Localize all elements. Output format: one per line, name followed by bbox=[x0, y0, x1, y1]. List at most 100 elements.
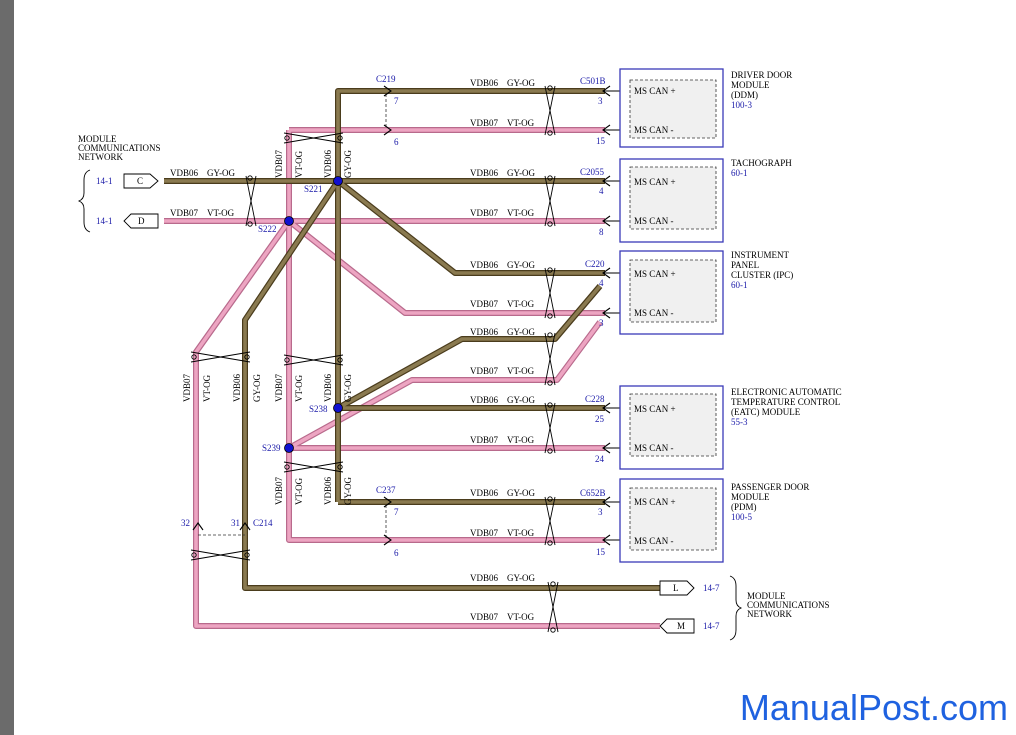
vl-low-vdb06: VDB06 bbox=[323, 476, 333, 505]
ddm-pin-minus: 15 bbox=[596, 136, 606, 146]
connector-dash-links bbox=[198, 94, 387, 538]
ddm-connector: C501B bbox=[580, 76, 606, 86]
bottom-conn-m: M bbox=[677, 621, 685, 631]
wl-ipc-minus-code: VDB07 bbox=[470, 299, 499, 309]
splice-s238: S238 bbox=[309, 404, 328, 414]
ipc-connector: C220 bbox=[585, 259, 605, 269]
c237-pin-b: 6 bbox=[394, 548, 399, 558]
left-conn-c: C bbox=[137, 176, 143, 186]
eatc-connector: C228 bbox=[585, 394, 605, 404]
c214-pin-b: 32 bbox=[181, 518, 190, 528]
bottom-network-title-3: NETWORK bbox=[747, 609, 792, 619]
vl-low-vdb07: VDB07 bbox=[274, 476, 284, 505]
splice-dots bbox=[284, 176, 343, 453]
wl-eatc-minus-color: VT-OG bbox=[507, 435, 535, 445]
bottom-conn-l: L bbox=[673, 583, 679, 593]
wl-tacho-plus-code: VDB06 bbox=[470, 168, 499, 178]
wl-eatc-branch-plus-code: VDB06 bbox=[470, 327, 499, 337]
ddm-name-1: DRIVER DOOR bbox=[731, 70, 792, 80]
left-ref-d: 14-1 bbox=[96, 216, 113, 226]
ipc-can-minus-label: MS CAN - bbox=[634, 308, 674, 318]
tacho-ref: 60-1 bbox=[731, 168, 748, 178]
ddm-ref: 100-3 bbox=[731, 100, 752, 110]
module-eatc: MS CAN + MS CAN - ELECTRONIC AUTOMATIC T… bbox=[585, 385, 842, 470]
bottom-ref-m: 14-7 bbox=[703, 621, 720, 631]
watermark: ManualPost.com bbox=[739, 687, 1008, 728]
module-ddm: MS CAN + MS CAN - DRIVER DOOR MODULE (DD… bbox=[580, 68, 792, 148]
inline-connector-labels: C219 7 6 C237 7 6 C214 31 32 bbox=[181, 74, 399, 558]
tacho-can-minus-label: MS CAN - bbox=[634, 216, 674, 226]
ddm-can-minus-label: MS CAN - bbox=[634, 125, 674, 135]
wl-eatc-minus-code: VDB07 bbox=[470, 435, 499, 445]
wl-ddm-minus-code: VDB07 bbox=[470, 118, 499, 128]
bottom-network-title-2: COMMUNICATIONS bbox=[747, 600, 830, 610]
vl-mid-vdb07: VDB07 bbox=[274, 373, 284, 402]
c219-pin-a: 7 bbox=[394, 96, 399, 106]
c237-label: C237 bbox=[376, 485, 396, 495]
sidebar-strip bbox=[0, 0, 14, 735]
bottom-ref-l: 14-7 bbox=[703, 583, 720, 593]
pdm-can-minus-label: MS CAN - bbox=[634, 536, 674, 546]
pdm-pin-plus: 3 bbox=[598, 507, 603, 517]
wl-eatc-branch-minus-color: VT-OG bbox=[507, 366, 535, 376]
vl-mid-vdb06: VDB06 bbox=[323, 373, 333, 402]
wl-eatc-plus-color: GY-OG bbox=[507, 395, 535, 405]
ipc-ref: 60-1 bbox=[731, 280, 748, 290]
ddm-can-plus-label: MS CAN + bbox=[634, 86, 676, 96]
module-ipc: MS CAN + MS CAN - INSTRUMENT PANEL CLUST… bbox=[585, 250, 793, 335]
vl-top-gyog: GY-OG bbox=[343, 150, 353, 178]
wl-left-c-code: VDB06 bbox=[170, 168, 199, 178]
ddm-name-2: MODULE bbox=[731, 80, 770, 90]
splice-s222: S222 bbox=[258, 224, 277, 234]
wl-eatc-branch-plus-color: GY-OG bbox=[507, 327, 535, 337]
pdm-connector: C652B bbox=[580, 488, 606, 498]
wl-tacho-plus-color: GY-OG bbox=[507, 168, 535, 178]
c219-pin-b: 6 bbox=[394, 137, 399, 147]
eatc-can-plus-label: MS CAN + bbox=[634, 404, 676, 414]
wl-pdm-minus-code: VDB07 bbox=[470, 528, 499, 538]
wl-ipc-plus-color: GY-OG bbox=[507, 260, 535, 270]
vl-left-gyog: GY-OG bbox=[252, 374, 262, 402]
pdm-pin-minus: 15 bbox=[596, 547, 606, 557]
ipc-can-plus-label: MS CAN + bbox=[634, 269, 676, 279]
c214-label: C214 bbox=[253, 518, 273, 528]
pdm-can-plus-label: MS CAN + bbox=[634, 497, 676, 507]
eatc-name-2: TEMPERATURE CONTROL bbox=[731, 397, 840, 407]
wl-pdm-plus-code: VDB06 bbox=[470, 488, 499, 498]
vl-top-vdb07: VDB07 bbox=[274, 149, 284, 178]
left-network-title-3: NETWORK bbox=[78, 152, 123, 162]
tacho-can-plus-label: MS CAN + bbox=[634, 177, 676, 187]
eatc-name-1: ELECTRONIC AUTOMATIC bbox=[731, 387, 842, 397]
wl-bottom-m-code: VDB07 bbox=[470, 612, 499, 622]
left-ref-c: 14-1 bbox=[96, 176, 113, 186]
pdm-ref: 100-5 bbox=[731, 512, 752, 522]
wl-left-d-code: VDB07 bbox=[170, 208, 199, 218]
ipc-name-1: INSTRUMENT bbox=[731, 250, 790, 260]
vl-low-gyog: GY-OG bbox=[343, 477, 353, 505]
vt-og-wires-inner bbox=[164, 128, 660, 628]
tacho-pin-minus: 8 bbox=[599, 227, 604, 237]
vl-left-vdb06: VDB06 bbox=[232, 373, 242, 402]
eatc-pin-minus: 24 bbox=[595, 454, 605, 464]
splice-s239: S239 bbox=[262, 443, 281, 453]
c214-pin-a: 31 bbox=[231, 518, 240, 528]
module-tachograph: MS CAN + MS CAN - TACHOGRAPH 60-1 C2055 … bbox=[580, 158, 792, 243]
wl-left-d-color: VT-OG bbox=[207, 208, 235, 218]
left-conn-d: D bbox=[138, 216, 145, 226]
eatc-pin-plus: 25 bbox=[595, 414, 605, 424]
wl-eatc-branch-minus-code: VDB07 bbox=[470, 366, 499, 376]
wl-bottom-l-code: VDB06 bbox=[470, 573, 499, 583]
wl-bottom-l-color: GY-OG bbox=[507, 573, 535, 583]
wl-ipc-minus-color: VT-OG bbox=[507, 299, 535, 309]
eatc-can-minus-label: MS CAN - bbox=[634, 443, 674, 453]
horizontal-wire-labels: VDB06 GY-OG VDB07 VT-OG VDB06 GY-OG VDB0… bbox=[170, 78, 535, 622]
left-network-title-1: MODULE bbox=[78, 134, 117, 144]
ipc-pin-minus: 3 bbox=[599, 318, 604, 328]
wl-left-c-color: GY-OG bbox=[207, 168, 235, 178]
pdm-name-1: PASSENGER DOOR bbox=[731, 482, 809, 492]
pdm-name-3: (PDM) bbox=[731, 502, 757, 512]
wl-tacho-minus-code: VDB07 bbox=[470, 208, 499, 218]
wl-pdm-minus-color: VT-OG bbox=[507, 528, 535, 538]
vl-left-vdb07: VDB07 bbox=[182, 373, 192, 402]
